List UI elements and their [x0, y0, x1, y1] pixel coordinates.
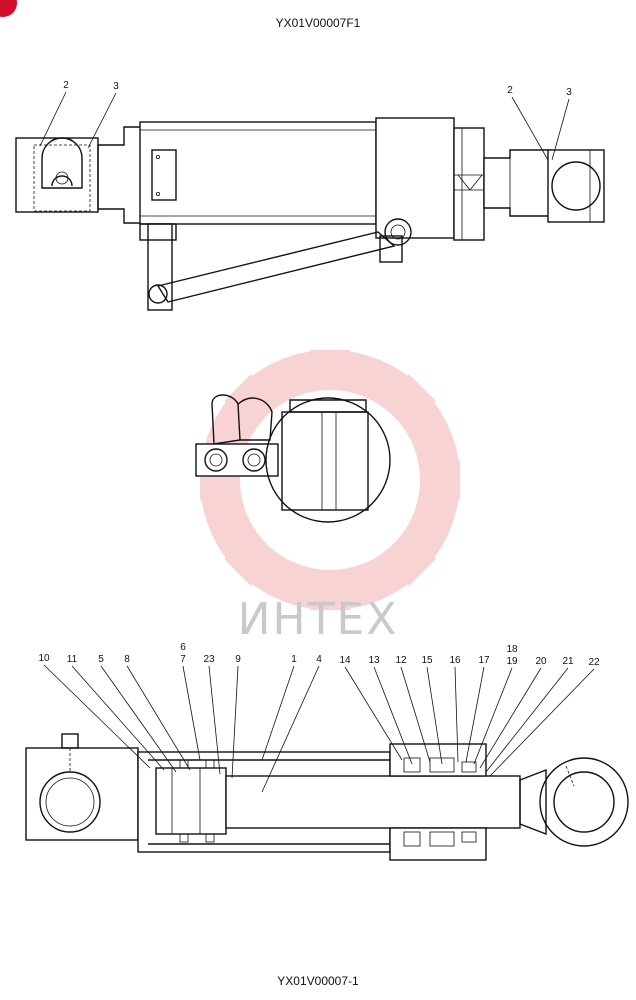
callout-1: 1: [291, 654, 297, 665]
watermark-text: ИНТЕХ: [238, 594, 399, 645]
callout-top-2-left: 2: [63, 80, 69, 91]
callout-20: 20: [535, 656, 547, 667]
section-callouts: 10 11 5 8 6 7 23 9 1 4 14 13 12 15 16 18…: [38, 642, 600, 793]
callout-top-3-left: 3: [113, 81, 119, 92]
callout-4: 4: [316, 654, 322, 665]
callout-5: 5: [98, 654, 104, 665]
callout-17: 17: [478, 655, 490, 666]
callout-22: 22: [588, 657, 600, 668]
callout-21: 21: [562, 656, 574, 667]
callout-10: 10: [38, 653, 50, 664]
intekh-watermark: [200, 350, 460, 610]
callout-15: 15: [421, 655, 433, 666]
callout-14: 14: [339, 655, 351, 666]
callout-top-3-right: 3: [566, 87, 572, 98]
callout-9: 9: [235, 654, 241, 665]
cylinder-end-view: [195, 394, 391, 523]
callout-16: 16: [449, 655, 461, 666]
callout-11: 11: [67, 654, 78, 665]
bottom-drawing-code: YX01V00007-1: [277, 974, 359, 988]
callout-top-2-right: 2: [507, 85, 513, 96]
callout-7: 7: [180, 654, 186, 665]
callout-8: 8: [124, 654, 130, 665]
corner-badge: [0, 0, 17, 17]
callout-6: 6: [180, 642, 186, 653]
cylinder-top-view: [15, 117, 605, 311]
callout-13: 13: [368, 655, 380, 666]
callout-23: 23: [203, 654, 215, 665]
callout-18: 18: [506, 644, 518, 655]
callout-19: 19: [506, 656, 518, 667]
callout-12: 12: [395, 655, 407, 666]
top-drawing-code: YX01V00007F1: [276, 16, 361, 30]
cylinder-section-view: [25, 733, 629, 861]
